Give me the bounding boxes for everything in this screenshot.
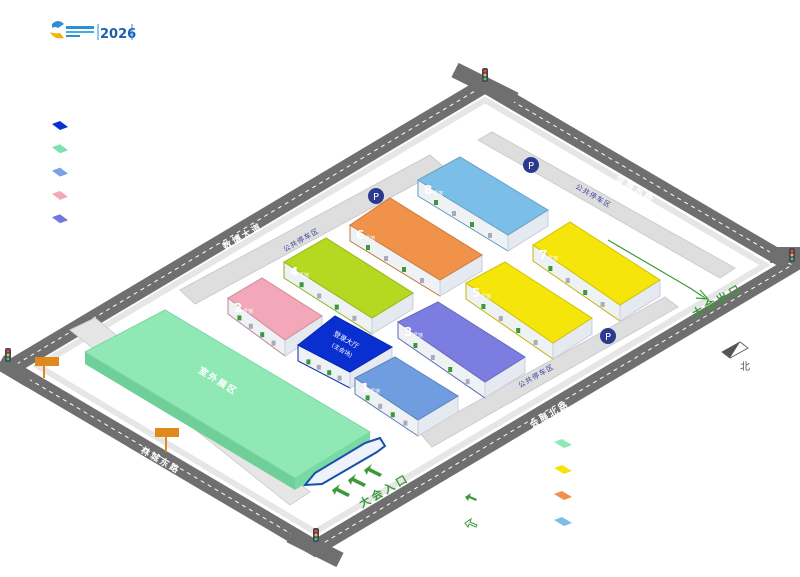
legend-swatch [52,121,68,130]
hall-number: 5 [472,286,480,300]
compass-north-label: 北 [740,361,750,373]
hall-suffix: 号馆 [370,388,380,395]
legend-right [554,439,572,526]
registration-lobby[interactable]: 登录大厅(主会场) [297,315,394,389]
legend-swatch [52,190,68,200]
legend-left [52,121,68,224]
hall-number: 2 [234,301,242,315]
legend-swatch [554,465,572,474]
hall-number: 6 [356,228,364,242]
svg-text:P: P [528,161,534,172]
hall-number: 8 [424,183,432,197]
entrance-arrows [332,464,382,497]
hall-suffix: 号馆 [433,190,443,197]
legend-arrows [464,493,478,529]
parking-icon: P [368,188,384,204]
hall-suffix: 号馆 [365,235,375,242]
hall-suffix: 号馆 [299,272,309,279]
parking-icon: P [523,157,539,173]
legend-swatch [554,439,572,448]
hall-number: 4 [290,265,298,279]
arrow-outline-icon [464,517,478,529]
traffic-light-icon [313,528,319,542]
outdoor-exhibition-area[interactable]: 室外展区 [83,309,371,490]
legend-swatch [554,517,572,526]
hall-number: 3 [404,325,412,339]
hall-suffix: 号馆 [481,293,491,300]
bus-stop-sign [35,357,59,378]
hall-number: 1 [361,381,369,395]
parking-icon: P [600,328,616,344]
legend-swatch [52,214,68,224]
arrow-filled-icon [465,493,477,501]
svg-text:P: P [373,192,379,203]
hall-suffix: 号馆 [243,308,253,315]
logo-year: 2026 [100,27,136,42]
compass: 北 [721,341,750,373]
bus-stop-sign [155,428,179,452]
svg-text:P: P [605,332,611,343]
hall-suffix: 号馆 [548,255,558,262]
traffic-light-icon [5,348,11,362]
traffic-light-icon [482,68,488,82]
logo: 2026 [50,21,136,42]
traffic-lights [5,68,795,542]
legend-swatch [554,491,572,500]
traffic-light-icon [789,248,795,262]
legend-swatch [52,144,68,154]
hall-number: 7 [539,248,547,262]
legend-swatch [52,167,68,177]
hall-suffix: 号馆 [413,332,423,339]
